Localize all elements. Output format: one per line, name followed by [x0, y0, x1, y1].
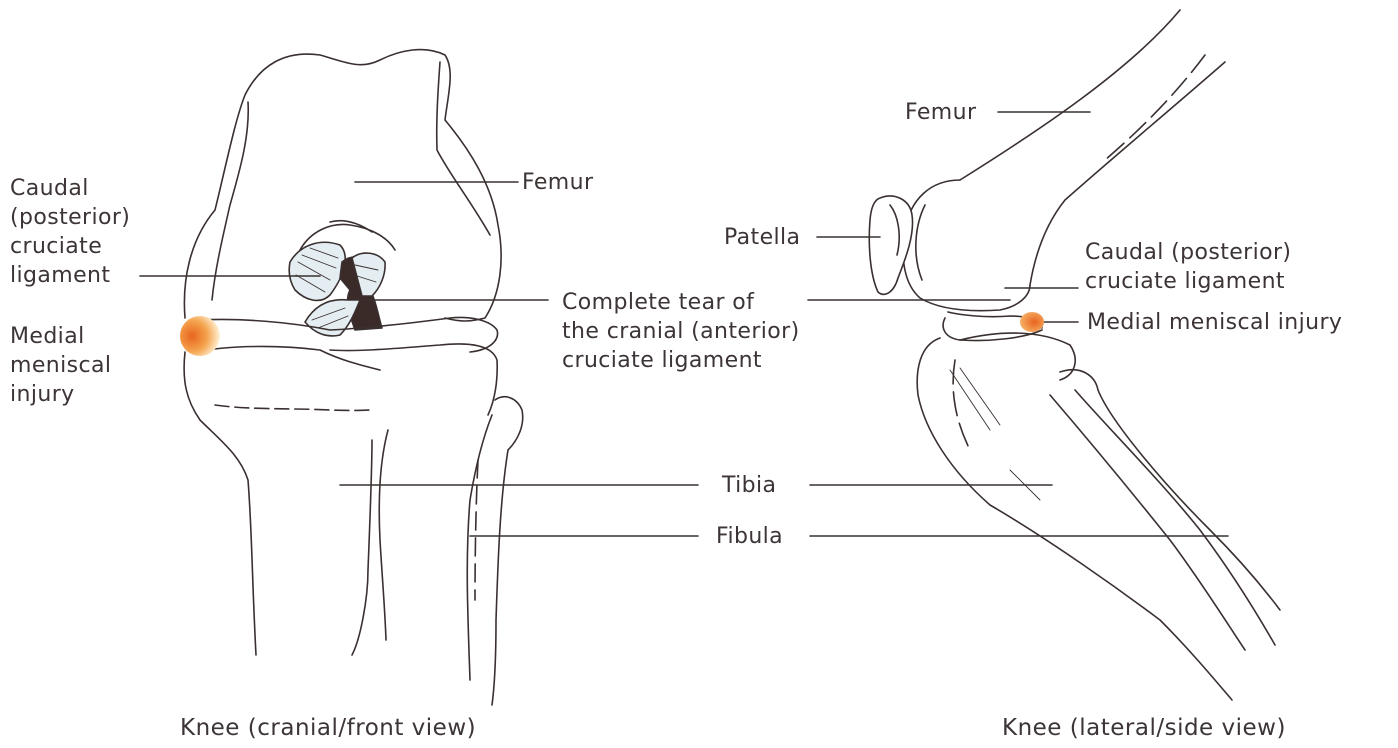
- side-caudal-ligament-line-2: cruciate ligament: [1085, 267, 1291, 296]
- side-view-caption: Knee (lateral/side view): [1002, 715, 1286, 741]
- front-complete-tear-line-1: Complete tear of: [562, 288, 800, 317]
- front-tibia-crest: [215, 405, 372, 410]
- tibia-label: Tibia: [722, 471, 776, 500]
- front-view-caption: Knee (cranial/front view): [180, 715, 476, 741]
- front-femur-inner-right: [437, 62, 490, 235]
- front-complete-tear-label: Complete tear of the cranial (anterior) …: [562, 288, 800, 375]
- front-medial-meniscal-label: Medial meniscal injury: [10, 322, 111, 409]
- fibula-label: Fibula: [716, 522, 783, 551]
- side-femur-shaft-top: [960, 10, 1180, 180]
- front-caudal-ligament-line-2: (posterior): [10, 203, 130, 232]
- front-complete-tear-line-3: cruciate ligament: [562, 346, 800, 375]
- side-tibia-inner-3: [1075, 390, 1275, 645]
- side-caudal-ligament-label: Caudal (posterior) cruciate ligament: [1085, 238, 1291, 296]
- front-medial-meniscal-injury-highlight: [180, 316, 220, 356]
- side-femur-shaft-back: [1105, 55, 1205, 160]
- front-caudal-ligament-line-4: ligament: [10, 261, 130, 290]
- side-tibia-inner-1: [953, 360, 970, 450]
- front-tibia-shaft-right: [352, 440, 372, 655]
- side-tibia-inner-2: [1050, 395, 1245, 650]
- front-fibula-outline: [492, 397, 523, 705]
- side-femur-label: Femur: [905, 98, 976, 127]
- side-medial-meniscal-injury-highlight: [1020, 312, 1044, 332]
- front-medial-meniscal-line-1: Medial: [10, 322, 111, 351]
- front-caudal-ligament-line-3: cruciate: [10, 232, 130, 261]
- front-fibula-inner: [467, 415, 492, 680]
- front-tibia-outline: [184, 352, 256, 655]
- side-medial-meniscal-label: Medial meniscal injury: [1087, 308, 1342, 337]
- side-femur-condyle-inner: [916, 205, 925, 280]
- front-medial-meniscal-line-3: injury: [10, 380, 111, 409]
- front-medial-meniscal-line-2: meniscal: [10, 351, 111, 380]
- side-caudal-ligament-line-1: Caudal (posterior): [1085, 238, 1291, 267]
- front-femur-label: Femur: [522, 168, 593, 197]
- side-patella-label: Patella: [724, 223, 800, 252]
- side-tibia-tuber: [1060, 370, 1280, 610]
- side-patella: [869, 196, 912, 294]
- front-caudal-ligament-label: Caudal (posterior) cruciate ligament: [10, 174, 130, 290]
- front-fibula-dash: [475, 460, 478, 600]
- front-tibia-inner: [379, 430, 388, 640]
- front-femur-notch-2: [330, 221, 372, 232]
- side-femur-condyle: [903, 180, 1030, 311]
- front-tibia-top: [330, 344, 497, 415]
- front-complete-tear-line-2: the cranial (anterior): [562, 317, 800, 346]
- front-caudal-ligament-line-1: Caudal: [10, 174, 130, 203]
